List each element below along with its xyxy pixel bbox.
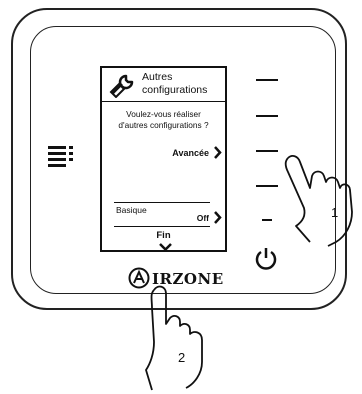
side-button-1[interactable] xyxy=(256,79,278,81)
power-icon[interactable] xyxy=(253,246,279,272)
side-button-3[interactable] xyxy=(256,150,278,152)
chevron-down-icon xyxy=(159,243,172,251)
chevron-right-icon xyxy=(213,211,222,224)
divider xyxy=(114,226,210,227)
option-basic-value: Off xyxy=(197,213,209,223)
finish-label[interactable]: Fin xyxy=(102,230,225,241)
screen-title-line1: Autres xyxy=(142,71,172,83)
option-advanced[interactable]: Avancée xyxy=(172,148,209,158)
screen-header: Autres configurations xyxy=(102,68,225,102)
screen-question-line1: Voulez-vous réaliser xyxy=(102,109,225,120)
side-button-4[interactable] xyxy=(256,185,278,187)
step-number-2: 2 xyxy=(178,350,185,365)
divider xyxy=(114,202,210,203)
pointing-hand-icon xyxy=(144,284,210,392)
option-basic-label[interactable]: Basique xyxy=(116,205,147,215)
chevron-right-icon xyxy=(213,146,222,159)
step-number-1: 1 xyxy=(331,205,338,220)
screen-question-line2: d'autres configurations ? xyxy=(102,120,225,131)
pointing-hand-icon xyxy=(280,150,358,248)
side-button-2[interactable] xyxy=(256,115,278,117)
screen-question: Voulez-vous réaliser d'autres configurat… xyxy=(102,109,225,131)
wrench-icon xyxy=(108,72,136,98)
menu-grid-icon[interactable] xyxy=(47,142,75,170)
display-screen: Autres configurations Voulez-vous réalis… xyxy=(100,66,227,252)
side-button-5[interactable] xyxy=(262,219,272,221)
screen-title-line2: configurations xyxy=(142,84,207,96)
